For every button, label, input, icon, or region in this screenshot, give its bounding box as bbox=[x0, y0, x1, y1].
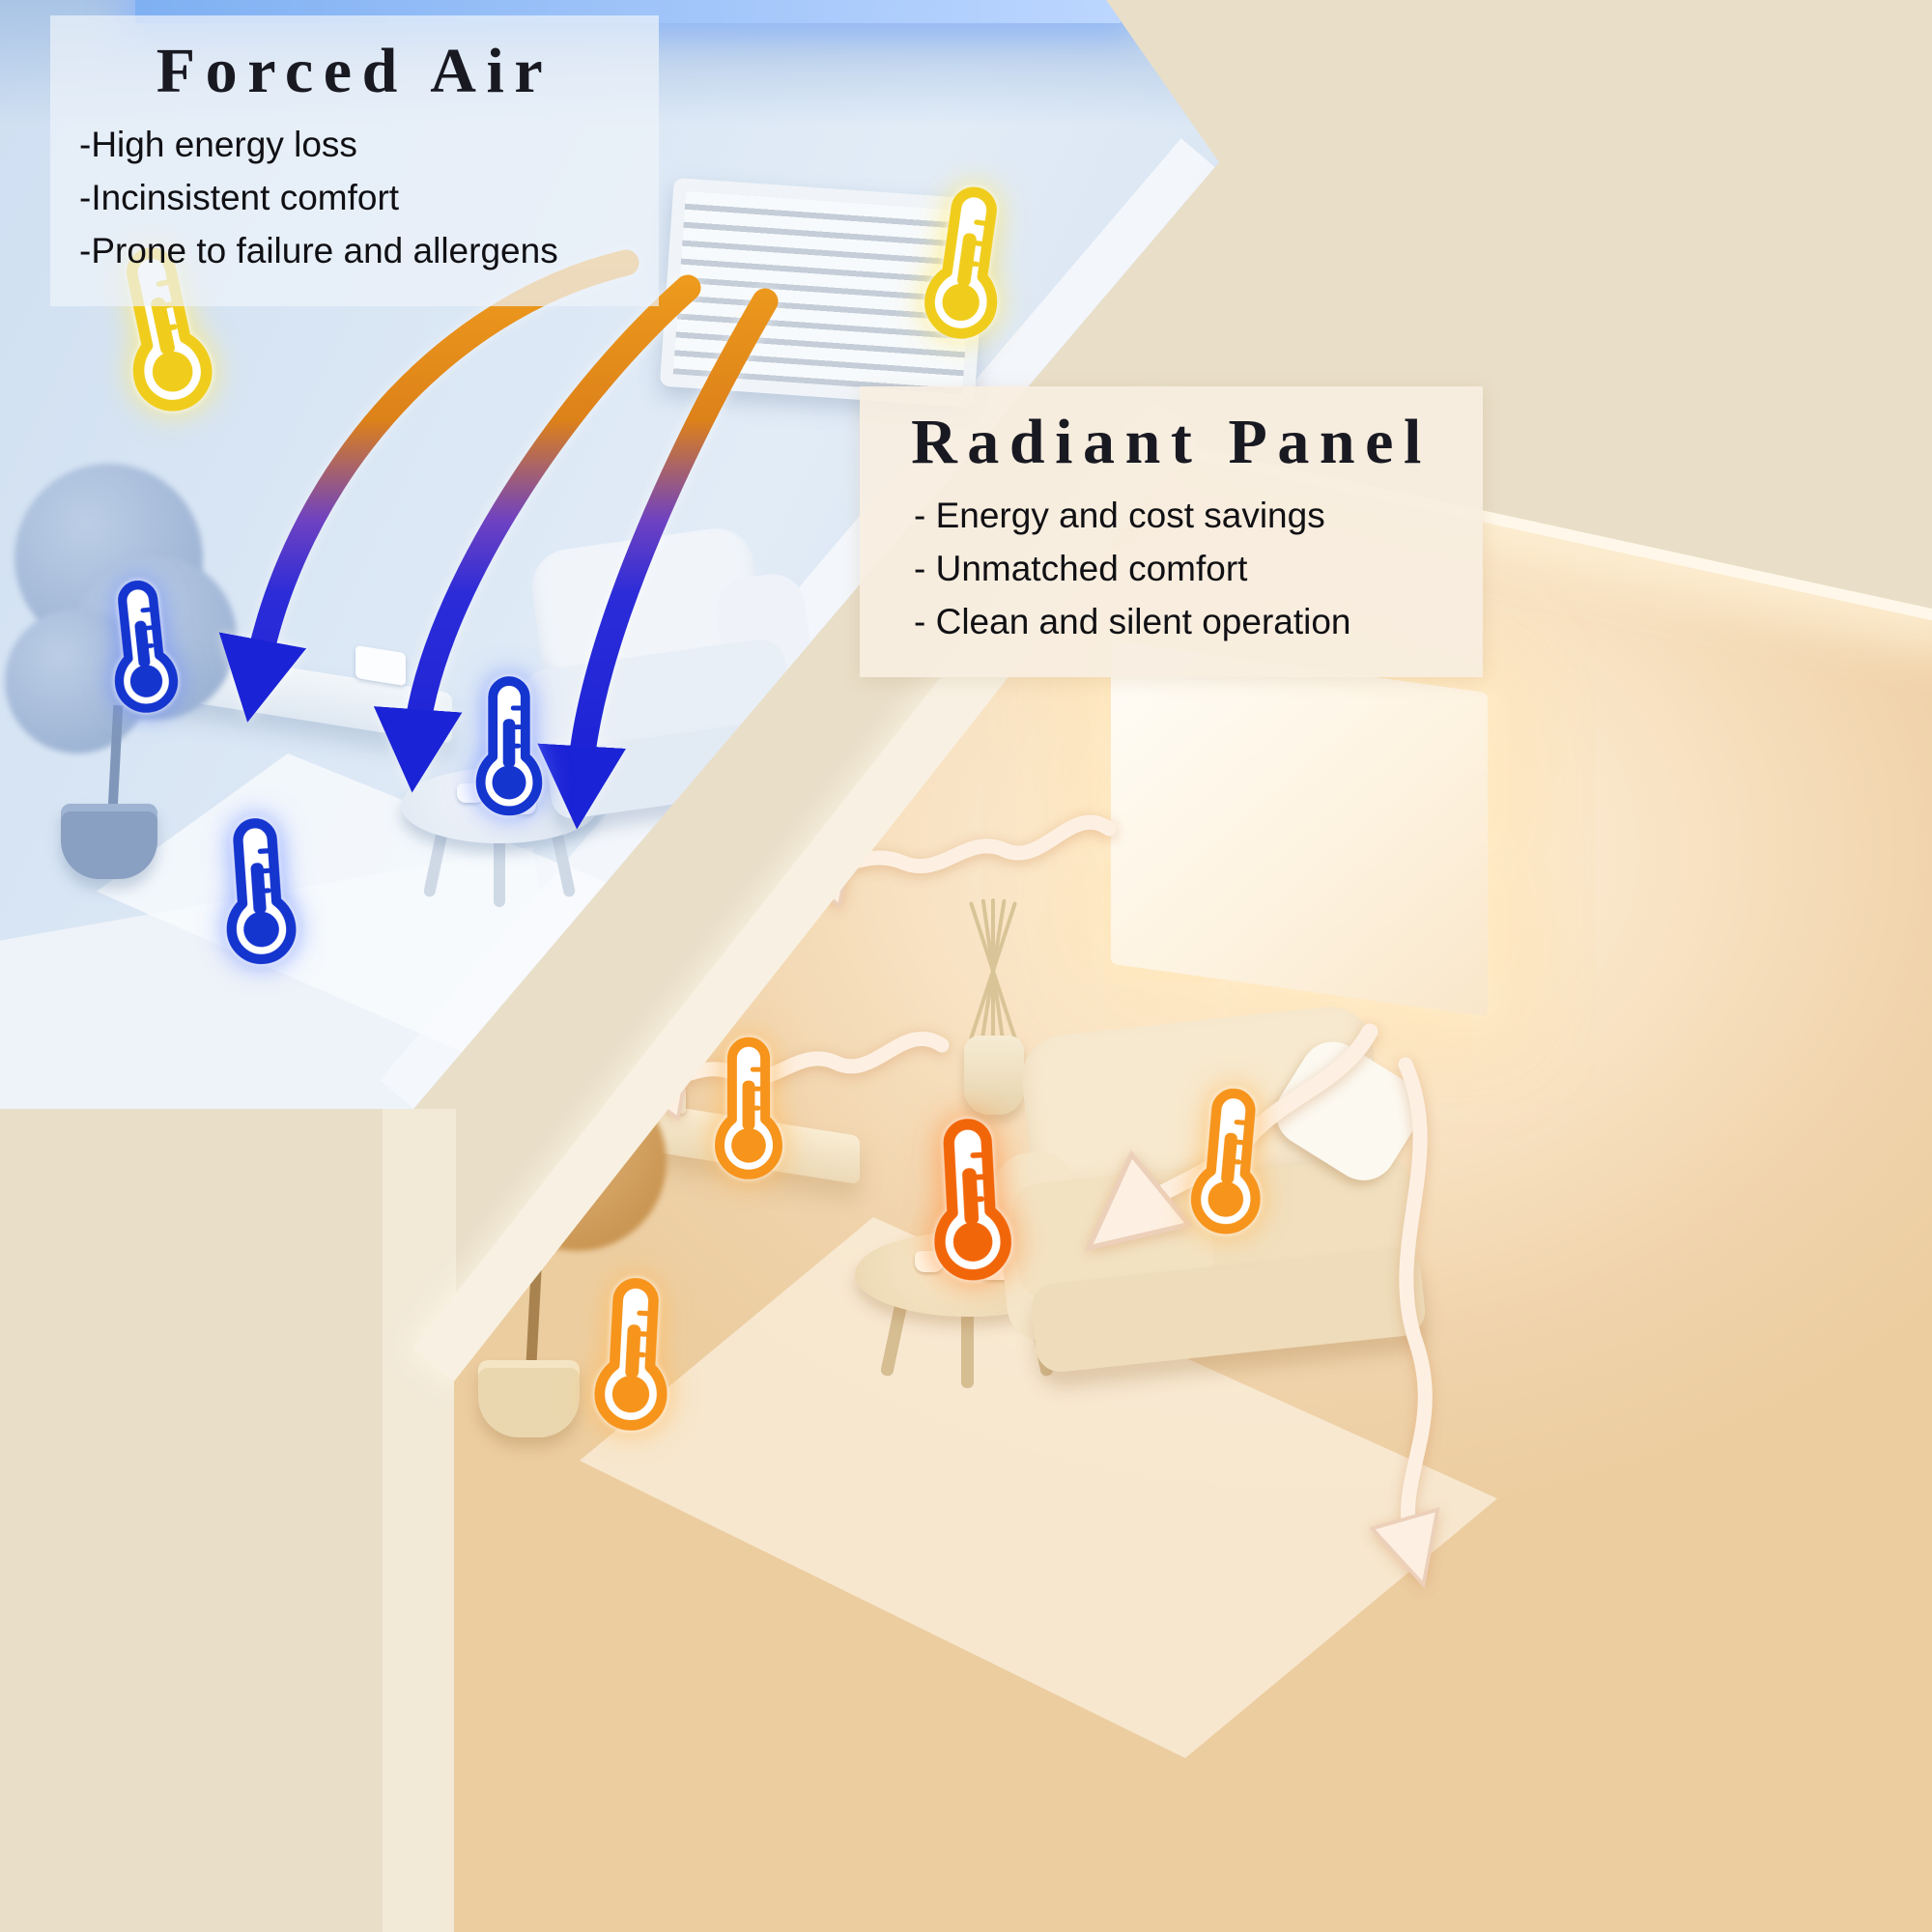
forced-air-bullet: -High energy loss bbox=[79, 125, 357, 164]
thermometer-icon bbox=[211, 811, 306, 977]
forced-air-bullet: -Incinsistent comfort bbox=[79, 178, 400, 218]
forced-air-bullet: -Prone to failure and allergens bbox=[79, 231, 558, 271]
thermometer-icon bbox=[1179, 1081, 1278, 1246]
thermometer-icon bbox=[469, 672, 550, 825]
radiant-panel-bullet: - Unmatched comfort bbox=[914, 549, 1248, 589]
table-leg bbox=[494, 838, 505, 907]
thermometer-icon bbox=[97, 573, 188, 725]
plant-pot bbox=[478, 1360, 580, 1437]
plant-pot bbox=[61, 804, 157, 879]
thermometer-icon bbox=[707, 1034, 790, 1188]
radiant-panel-bullet: - Energy and cost savings bbox=[914, 496, 1325, 535]
radiant-panel-bullet: - Clean and silent operation bbox=[914, 602, 1351, 642]
radiant-panel-title: Radiant Panel bbox=[911, 407, 1432, 477]
vase bbox=[964, 1036, 1024, 1115]
forced-air-infobox: Forced Air -High energy loss -Incinsiste… bbox=[50, 15, 659, 307]
table-leg bbox=[961, 1311, 974, 1388]
forced-air-title: Forced Air bbox=[156, 36, 554, 106]
cool-plant bbox=[5, 464, 246, 879]
thermometer-icon bbox=[919, 1113, 1022, 1293]
thermometer-icon bbox=[584, 1272, 682, 1443]
cup bbox=[915, 1251, 944, 1272]
radiant-panel-infobox: Radiant Panel - Energy and cost savings … bbox=[860, 386, 1483, 678]
dry-stem-vase bbox=[927, 889, 1063, 1116]
warm-room-outer-wall bbox=[383, 1109, 456, 1932]
